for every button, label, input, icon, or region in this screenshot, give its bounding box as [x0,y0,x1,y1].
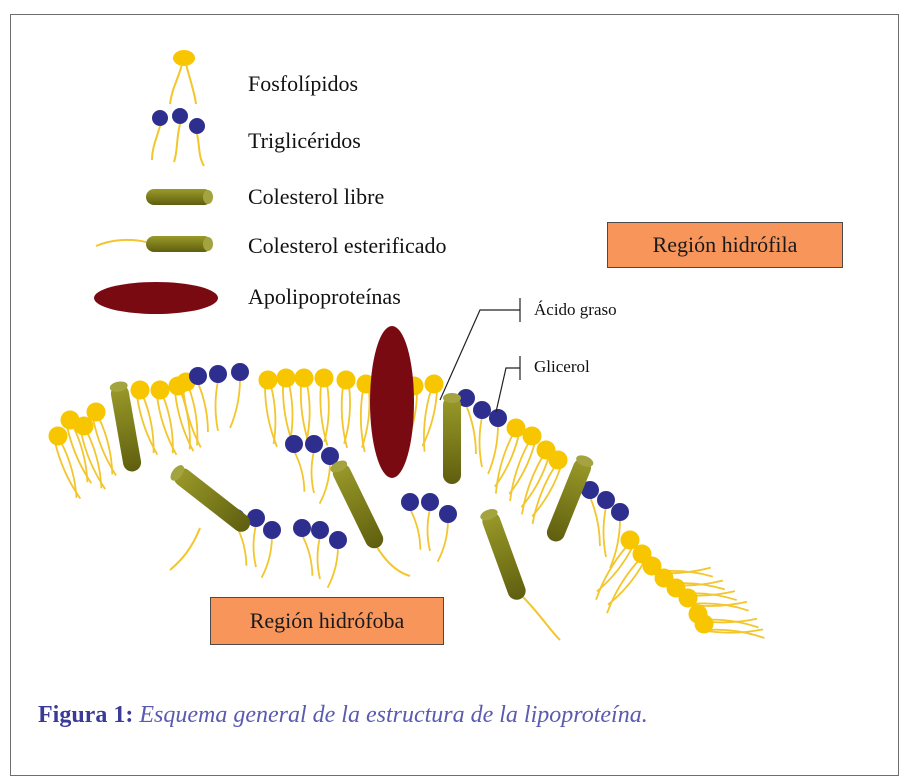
core-triglycerides [227,435,457,588]
caption-label: Figura 1: [38,702,133,728]
glycerol-leader [496,356,520,412]
phospholipid-legend-icon [170,50,196,104]
legend-esterified-cholesterol: Colesterol esterificado [248,233,447,259]
arc-triglyceride-2 [457,389,507,474]
core-triglyceride-4 [401,493,457,562]
phospholipid-3 [75,417,106,490]
phospholipid-22 [607,545,651,614]
phospholipid-9 [259,371,278,447]
figure-caption: Figura 1: Esquema general de la estructu… [38,702,648,729]
legend-apolipoproteins: Apolipoproteínas [248,284,401,310]
legend-free-cholesterol: Colesterol libre [248,184,384,210]
phospholipid-13 [337,371,356,448]
phospholipid-23 [643,557,713,577]
esterified-cholesterol-legend-icon [96,236,213,252]
membrane-cholesterol-2 [443,393,461,484]
free-cholesterol-legend-icon [146,189,213,205]
phospholipid-18 [509,427,541,502]
arc-triglyceride-1 [189,363,249,432]
phospholipid-25 [667,579,737,601]
hydrophilic-region-box: Región hidrófila [607,222,843,268]
core-ester-cholesterol-3 [479,507,560,640]
caption-text: Esquema general de la estructura de la l… [139,702,647,728]
glycerol-callout: Glicerol [534,357,590,377]
hydrophobic-region-label: Región hidrófoba [250,608,405,634]
fatty-acid-leader [440,298,520,400]
core-ester-cholesterol-2 [328,458,410,576]
phospholipid-16 [422,375,443,452]
arc-triglyceride-3 [581,481,629,568]
membrane-apolipoprotein [370,326,414,478]
phospholipid-1 [49,427,81,499]
legend-phospholipids: Fosfolípidos [248,71,358,97]
hydrophilic-region-label: Región hidrófila [653,232,798,258]
legend-triglycerides: Triglicéridos [248,128,361,154]
phospholipid-11 [295,369,314,446]
phospholipid-12 [315,369,334,446]
triglyceride-legend-icon [152,108,205,166]
phospholipid-26 [679,589,749,611]
hydrophobic-region-box: Región hidrófoba [210,597,444,645]
phospholipid-17 [495,419,526,494]
apolipoprotein-legend-icon [94,282,218,314]
core-triglyceride-3 [293,519,347,588]
fatty-acid-callout: Ácido graso [534,300,617,320]
core-ester-cholesterol-1 [168,463,254,570]
phospholipid-10 [277,369,296,446]
